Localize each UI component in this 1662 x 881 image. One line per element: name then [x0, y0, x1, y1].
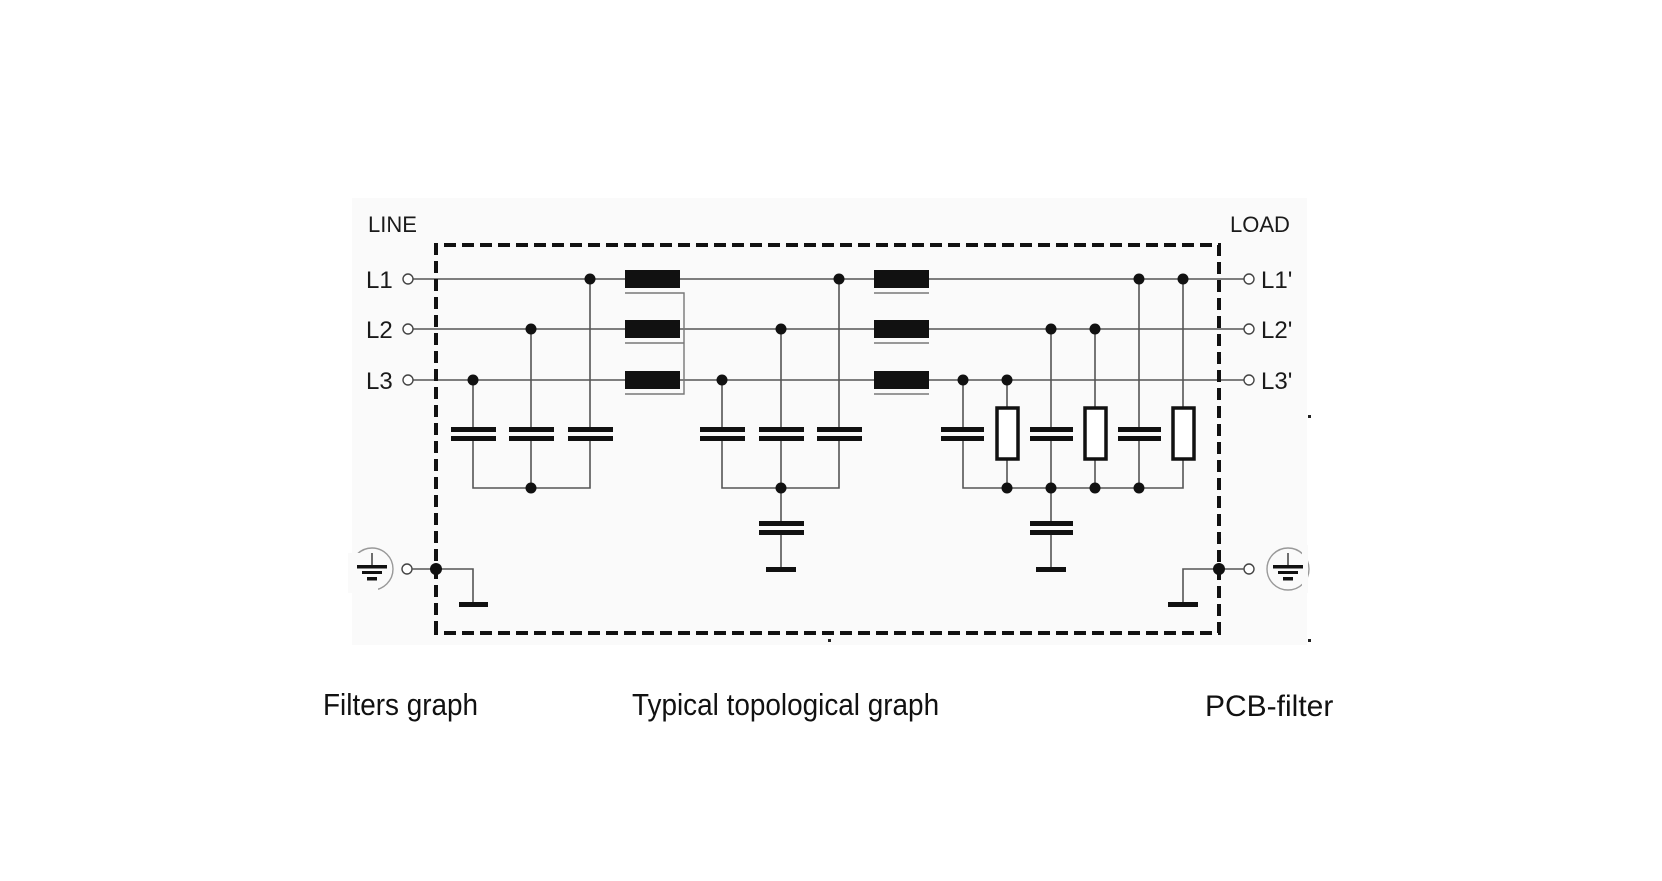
capacitor-plate [1118, 436, 1161, 441]
capacitor-plate [759, 427, 804, 432]
terminal-label-l2: L2 [366, 317, 393, 344]
capacitor-plate [1118, 427, 1161, 432]
junction-dot [957, 374, 969, 386]
stage1-capacitors [451, 273, 613, 494]
filter-enclosure-boundary [434, 243, 1221, 635]
y-capacitor-plate [1030, 521, 1073, 526]
stray-mark [1308, 639, 1311, 642]
ground-bar [1168, 602, 1198, 607]
junction-dot [1045, 482, 1057, 494]
terminal-l3 [402, 374, 414, 386]
line-label: LINE [368, 212, 417, 237]
junction-dot [775, 323, 787, 335]
capacitor-plate [568, 427, 613, 432]
terminal-l2 [402, 323, 414, 335]
terminal-l3-prime [1243, 374, 1255, 386]
capacitor-plate [1030, 427, 1073, 432]
capacitor-plate [817, 436, 862, 441]
caption-pcb-filter: PCB-filter [1205, 690, 1334, 723]
terminal-pe-right [1243, 563, 1255, 575]
terminals [401, 273, 1255, 575]
capacitor-plate [509, 436, 554, 441]
capacitor-plate [451, 427, 496, 432]
capacitor-plate [941, 427, 984, 432]
junction-dot [716, 374, 728, 386]
protective-earth-icon [348, 547, 394, 593]
choke-winding-l3 [625, 371, 680, 389]
junction-dot [1045, 323, 1057, 335]
stage3-rc-network [941, 273, 1196, 572]
capacitor-plate [451, 436, 496, 441]
terminal-label-l3-prime: L3' [1261, 368, 1292, 395]
terminal-l2-prime [1243, 323, 1255, 335]
capacitor-plate [817, 427, 862, 432]
ground-bar [459, 602, 488, 607]
capacitor-plate [1030, 436, 1073, 441]
choke-winding-l1 [874, 270, 929, 288]
junction-dot [1177, 273, 1189, 285]
junction-dot [1133, 273, 1145, 285]
choke-winding-l1 [625, 270, 680, 288]
junction-dot [1089, 323, 1101, 335]
junction-dot [525, 482, 537, 494]
capacitor-plate [941, 436, 984, 441]
terminal-l1-prime [1243, 273, 1255, 285]
capacitor-plate [759, 436, 804, 441]
stray-mark [828, 639, 831, 642]
common-mode-choke-1 [625, 270, 685, 395]
resistor [1171, 406, 1196, 461]
phase-wires [413, 278, 1244, 381]
terminal-label-l3: L3 [366, 368, 393, 395]
y-capacitor-plate [1030, 530, 1073, 535]
terminal-label-l1: L1 [366, 267, 393, 294]
y-capacitor-plate [759, 530, 804, 535]
junction-dot [1133, 482, 1145, 494]
resistor [1083, 406, 1108, 461]
stray-mark [1308, 415, 1311, 418]
terminal-pe-left [401, 563, 413, 575]
load-label: LOAD [1230, 212, 1290, 237]
junction-dot [584, 273, 596, 285]
stage2-capacitors [700, 273, 862, 572]
caption-filters-graph: Filters graph [323, 687, 479, 722]
junction-dot [1001, 374, 1013, 386]
terminal-label-l2-prime: L2' [1261, 317, 1292, 344]
junction-dot [833, 273, 845, 285]
resistor [995, 406, 1020, 461]
common-mode-choke-2 [874, 270, 929, 395]
diagram-background [352, 198, 1307, 645]
ground-bar [1036, 567, 1066, 572]
choke-winding-l2 [874, 320, 929, 338]
junction-dot [775, 482, 787, 494]
junction-dot [467, 374, 479, 386]
capacitor-plate [700, 436, 745, 441]
caption-typical-topological-graph: Typical topological graph [632, 687, 940, 722]
protective-earth-icon [1266, 545, 1310, 593]
capacitor-plate [568, 436, 613, 441]
terminal-l1 [402, 273, 414, 285]
y-capacitor-plate [759, 521, 804, 526]
ground-bar [766, 567, 796, 572]
ground-connections [412, 563, 1244, 607]
capacitor-plate [509, 427, 554, 432]
terminal-label-l1-prime: L1' [1261, 267, 1292, 294]
choke-winding-l3 [874, 371, 929, 389]
junction-dot [1089, 482, 1101, 494]
capacitor-plate [700, 427, 745, 432]
junction-dot [525, 323, 537, 335]
choke-winding-l2 [625, 320, 680, 338]
junction-dot [1001, 482, 1013, 494]
